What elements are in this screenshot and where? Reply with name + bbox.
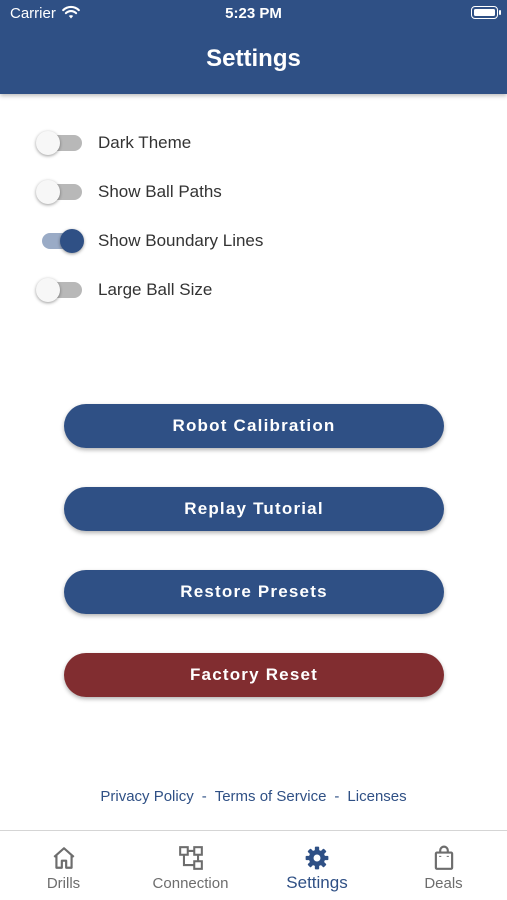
dark-theme-switch[interactable] (36, 128, 84, 158)
shopping-bag-icon (434, 845, 453, 870)
footer-separator: - (201, 788, 207, 805)
tab-connection[interactable]: Connection (127, 831, 254, 900)
tab-label: Settings (286, 873, 348, 892)
replay-tutorial-button[interactable]: Replay Tutorial (64, 487, 444, 531)
gear-icon (305, 846, 329, 870)
large-ball-size-label: Large Ball Size (98, 280, 213, 299)
terms-of-service-link[interactable]: Terms of Service (214, 788, 327, 805)
licenses-link[interactable]: Licenses (347, 788, 407, 805)
toggle-row-dark-theme: Dark Theme (36, 128, 456, 158)
toggle-row-show-boundary-lines: Show Boundary Lines (36, 226, 456, 256)
dark-theme-label: Dark Theme (98, 133, 192, 152)
connection-icon (178, 846, 203, 870)
tab-deals[interactable]: Deals (380, 831, 507, 900)
show-boundary-lines-label: Show Boundary Lines (98, 231, 264, 250)
tab-label: Drills (46, 875, 81, 892)
page-title: Settings (206, 45, 301, 72)
tab-label: Deals (424, 875, 463, 892)
bottom-tab-bar: Drills Connection Settings (0, 830, 507, 900)
privacy-policy-link[interactable]: Privacy Policy (100, 788, 194, 805)
footer-links: Privacy Policy-Terms of Service-Licenses (0, 788, 507, 805)
show-boundary-lines-switch[interactable] (36, 226, 84, 256)
wifi-icon (62, 5, 80, 19)
status-bar: Carrier 5:23 PM (0, 0, 507, 28)
toggle-row-show-ball-paths: Show Ball Paths (36, 177, 456, 207)
battery-icon (471, 6, 501, 19)
restore-presets-button[interactable]: Restore Presets (64, 570, 444, 614)
tab-settings[interactable]: Settings (254, 831, 380, 900)
robot-calibration-button[interactable]: Robot Calibration (64, 404, 444, 448)
home-icon (53, 847, 74, 869)
toggle-row-large-ball-size: Large Ball Size (36, 275, 456, 305)
app-header: Carrier 5:23 PM Settings (0, 0, 507, 94)
large-ball-size-switch[interactable] (36, 275, 84, 305)
show-ball-paths-switch[interactable] (36, 177, 84, 207)
carrier-label: Carrier (10, 5, 56, 22)
tab-drills[interactable]: Drills (0, 831, 127, 900)
clock: 5:23 PM (225, 5, 282, 22)
footer-separator: - (334, 788, 340, 805)
show-ball-paths-label: Show Ball Paths (98, 182, 222, 201)
factory-reset-button[interactable]: Factory Reset (64, 653, 444, 697)
tab-label: Connection (152, 875, 229, 892)
